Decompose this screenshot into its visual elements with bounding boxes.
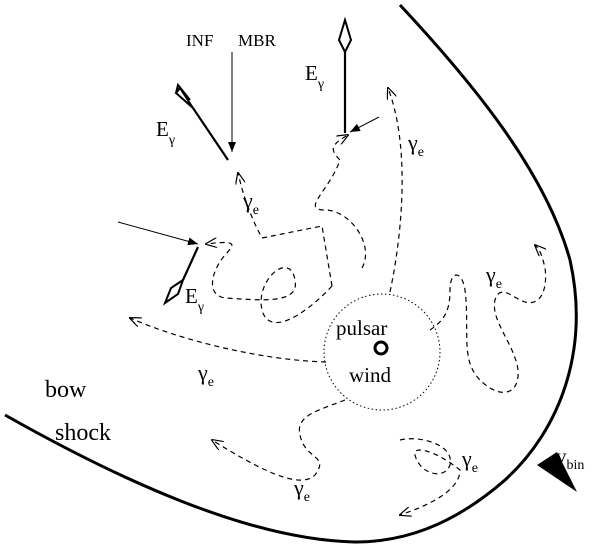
- gamma-e-label-2: γe: [407, 130, 424, 160]
- electron-path-left-loops: [206, 242, 333, 324]
- egamma-label-upper-left: Eγ: [156, 117, 175, 148]
- shock-label: shock: [55, 420, 111, 446]
- photon-tip-icon: [337, 16, 353, 55]
- pulsar-label: pulsar: [336, 316, 387, 340]
- gamma-e-label-6: γe: [461, 446, 478, 476]
- electron-path-lower-left: [212, 399, 346, 481]
- photon-tip-icon: [174, 82, 194, 109]
- electron-path-long-left: [130, 318, 327, 363]
- electron-path-right: [429, 245, 546, 393]
- gamma-e-label-1: γe: [242, 188, 259, 218]
- gamma-e-label-4: γe: [197, 360, 214, 390]
- inf-label: INF: [186, 31, 213, 50]
- electron-path-lower-right: [400, 438, 461, 515]
- photon-left: [181, 246, 200, 281]
- gamma-e-label-3: γe: [485, 262, 502, 292]
- soft-photon-arrow-upper: [349, 116, 380, 133]
- photon-upper-left: [192, 107, 229, 161]
- pulsar-wind-region: [323, 293, 441, 411]
- gamma-e-label-5: γe: [293, 475, 310, 505]
- gamma-photons: [162, 16, 353, 306]
- wind-label: wind: [349, 363, 392, 387]
- electron-path-up-right: [388, 88, 403, 293]
- bow-label: bow: [45, 377, 87, 403]
- photon-tip-icon: [162, 277, 185, 306]
- egamma-label-upper: Eγ: [305, 61, 324, 92]
- bow-shock-curve: [4, 3, 578, 544]
- mbr-label: MBR: [238, 31, 276, 50]
- v-bin-label: vbin: [556, 444, 584, 473]
- electron-path-upper: [314, 135, 367, 269]
- electron-path-upper-left: [238, 173, 333, 287]
- bin-velocity-icon: [537, 452, 577, 492]
- soft-photon-arrow-left: [117, 221, 199, 246]
- electron-paths: [130, 88, 546, 515]
- soft-photons: [117, 52, 380, 246]
- egamma-label-left: Eγ: [185, 284, 204, 315]
- pulsar-icon: [373, 340, 389, 356]
